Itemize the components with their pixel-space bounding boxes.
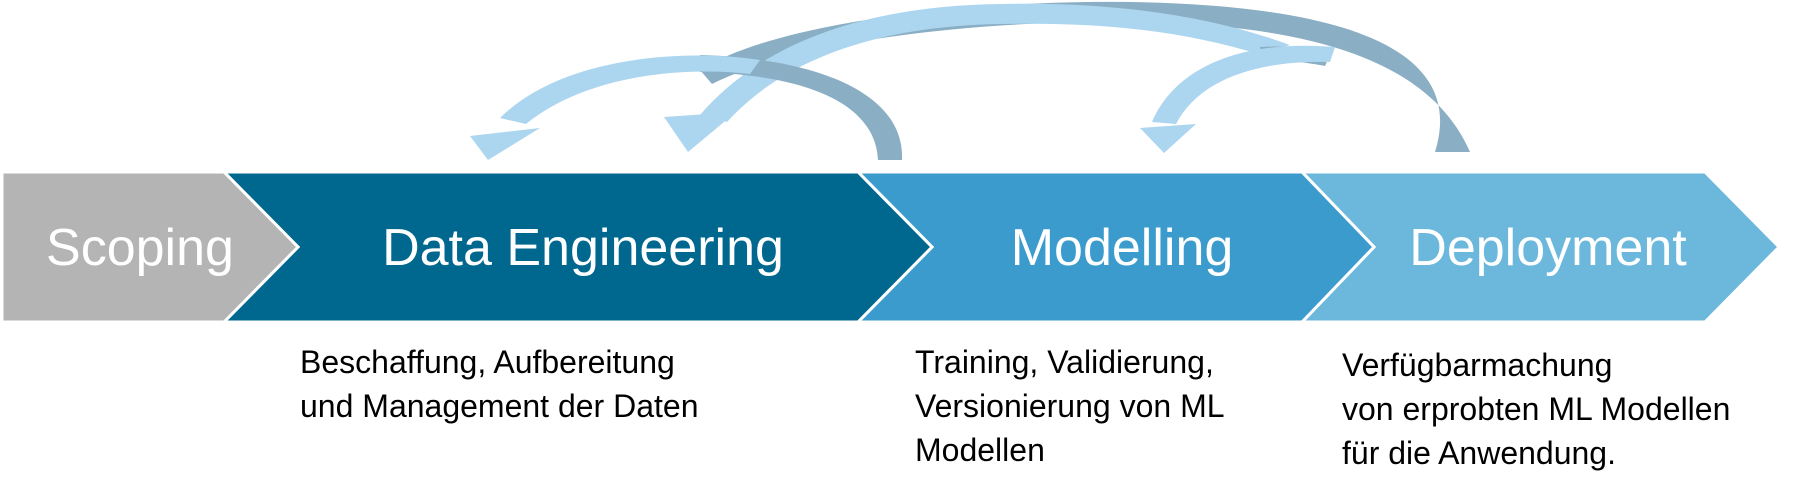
stage-label-deployment: Deployment — [1409, 219, 1687, 277]
description-line: Modellen — [915, 432, 1045, 468]
description-line: Versionierung von ML — [915, 388, 1225, 424]
description-data-engineering: Beschaffung, Aufbereitung und Management… — [300, 340, 698, 428]
feedback-arrows — [470, 1, 1470, 160]
description-line: Beschaffung, Aufbereitung — [300, 344, 675, 380]
description-deployment: Verfügbarmachung von erprobten ML Modell… — [1342, 343, 1730, 475]
description-modelling: Training, Validierung, Versionierung von… — [915, 340, 1225, 472]
arrow-shaft — [500, 55, 760, 124]
arrow-head — [1140, 124, 1196, 153]
arrow-shaft — [700, 3, 1290, 122]
stage-label-data-engineering: Data Engineering — [382, 219, 784, 277]
arrow-head — [664, 112, 736, 152]
stage-label-scoping: Scoping — [46, 219, 234, 277]
description-line: von erprobten ML Modellen — [1342, 391, 1731, 427]
description-line: für die Anwendung. — [1342, 435, 1616, 471]
feedback-arrow-deployment-to-modelling — [1140, 45, 1335, 153]
stage-label-modelling: Modelling — [1011, 219, 1234, 277]
arrow-head — [470, 128, 540, 160]
description-line: Verfügbarmachung — [1342, 347, 1613, 383]
description-line: Training, Validierung, — [915, 344, 1214, 380]
stage-chevron-scoping — [0, 170, 301, 324]
arrow-shaft — [1152, 45, 1335, 124]
process-chevrons — [0, 170, 1782, 324]
description-line: und Management der Daten — [300, 388, 699, 424]
feedback-arrow-deployment-to-data-engineering — [664, 1, 1470, 152]
feedback-arrow-modelling-to-data-engineering — [470, 55, 903, 160]
